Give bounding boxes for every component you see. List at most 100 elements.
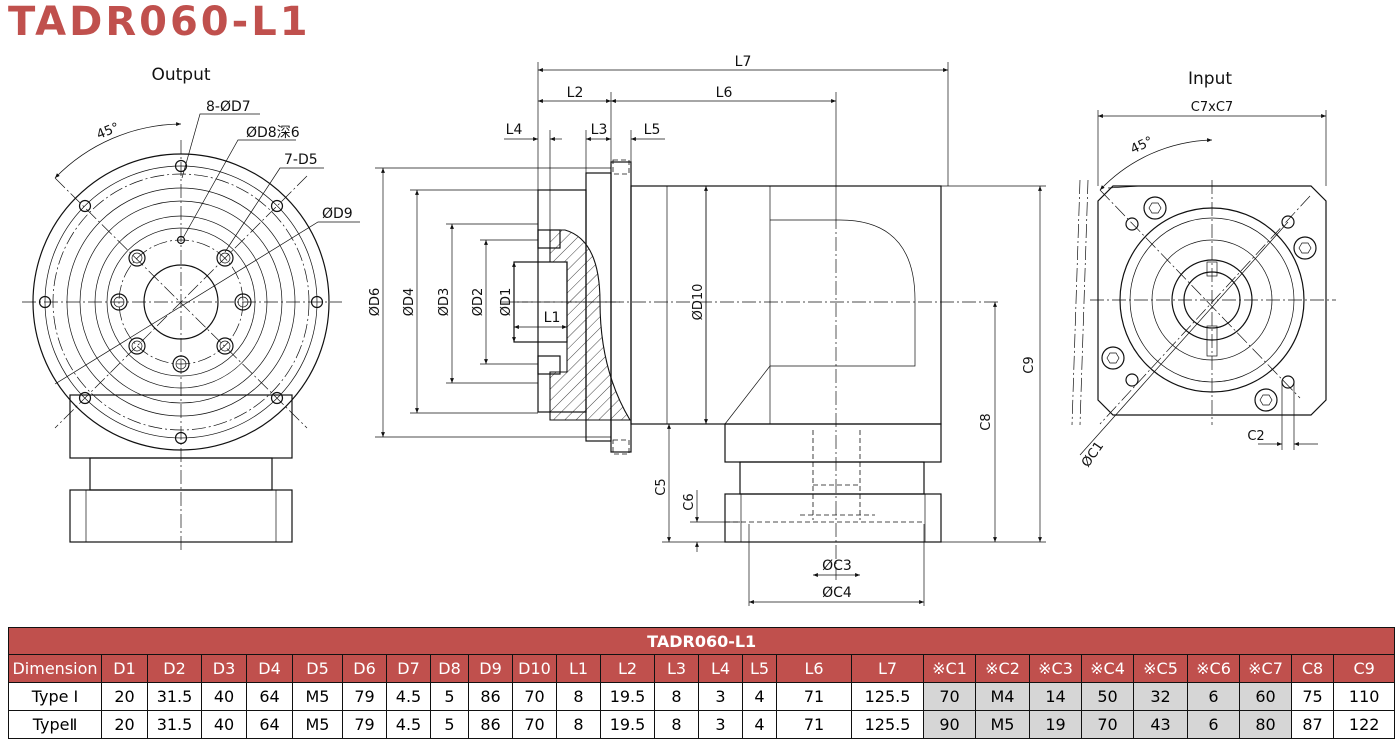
column-header-d3: D3 <box>201 654 247 683</box>
column-header-c9: C9 <box>1332 654 1395 683</box>
table-cell: M5 <box>975 710 1030 739</box>
table-cell: 14 <box>1029 682 1082 711</box>
table-cell: 5 <box>430 682 469 711</box>
column-header-c3: ※C3 <box>1029 654 1082 683</box>
table-cell: 4 <box>742 710 777 739</box>
table-cell: 8 <box>556 682 601 711</box>
column-header-dimension: Dimension <box>8 654 102 683</box>
table-cell: 70 <box>923 682 976 711</box>
output-angle-label: 45° <box>95 120 122 143</box>
table-cell: 86 <box>468 710 513 739</box>
column-header-l3: L3 <box>654 654 699 683</box>
input-view: Input C7xC7 <box>1071 69 1336 470</box>
dim-d1: ØD1 <box>499 288 514 317</box>
output-view-label: Output <box>151 65 210 85</box>
dim-c8: C8 <box>979 413 994 430</box>
side-view: L7 L2 L6 L4 L3 L5 L1 ØC3 ØC4 ØD6 ØD4 ØD3 <box>368 54 1046 606</box>
column-header-c6: ※C6 <box>1187 654 1240 683</box>
table-cell: 50 <box>1081 682 1134 711</box>
dim-l7: L7 <box>735 54 752 70</box>
column-header-c1: ※C1 <box>923 654 976 683</box>
column-header-d8: D8 <box>430 654 469 683</box>
table-cell: 19 <box>1029 710 1082 739</box>
table-cell: 40 <box>201 710 247 739</box>
input-adapter <box>724 493 942 543</box>
input-square-flange <box>1097 185 1327 416</box>
table-cell: 4.5 <box>386 682 431 711</box>
table-caption: TADR060-L1 <box>7 627 1395 655</box>
page-title: TADR060-L1 <box>8 0 311 45</box>
column-header-c2: ※C2 <box>975 654 1030 683</box>
dim-c3: ØC3 <box>822 558 852 574</box>
table-cell: 3 <box>698 710 743 739</box>
table-cell: 70 <box>1081 710 1134 739</box>
table-cell: 87 <box>1291 710 1334 739</box>
row-label: Type Ⅰ <box>8 682 102 711</box>
table-cell: 6 <box>1187 710 1240 739</box>
dim-l1: L1 <box>544 310 561 326</box>
column-header-l5: L5 <box>742 654 777 683</box>
table-cell: 31.5 <box>147 682 202 711</box>
table-cell: 4.5 <box>386 710 431 739</box>
dim-c4: ØC4 <box>822 585 852 601</box>
dim-l3: L3 <box>591 122 608 138</box>
column-header-d10: D10 <box>512 654 557 683</box>
column-header-d1: D1 <box>101 654 148 683</box>
column-header-l7: L7 <box>851 654 924 683</box>
table-cell: 4 <box>742 682 777 711</box>
dim-c6: C6 <box>682 493 697 510</box>
column-header-d6: D6 <box>342 654 387 683</box>
table-cell: M5 <box>292 682 343 711</box>
table-cell: 80 <box>1239 710 1292 739</box>
table-cell: 20 <box>101 710 148 739</box>
dim-d10: ØD10 <box>691 284 706 321</box>
column-header-l4: L4 <box>698 654 743 683</box>
main-housing <box>630 185 942 425</box>
column-header-l6: L6 <box>776 654 852 683</box>
callout-c2: C2 <box>1247 429 1264 444</box>
column-header-l1: L1 <box>556 654 601 683</box>
table-cell: 8 <box>654 682 699 711</box>
column-header-d2: D2 <box>147 654 202 683</box>
callout-7-d5: 7-D5 <box>284 152 318 168</box>
table-cell: 70 <box>512 710 557 739</box>
table-cell: 3 <box>698 682 743 711</box>
table-cell: 122 <box>1332 710 1395 739</box>
table-cell: M5 <box>292 710 343 739</box>
table-cell: 71 <box>776 682 852 711</box>
column-header-c7: ※C7 <box>1239 654 1292 683</box>
dim-l6: L6 <box>716 85 733 101</box>
column-header-c5: ※C5 <box>1133 654 1188 683</box>
table-cell: 90 <box>923 710 976 739</box>
table-cell: 79 <box>342 682 387 711</box>
table-cell: 86 <box>468 682 513 711</box>
dim-c5: C5 <box>654 478 669 495</box>
dim-d3: ØD3 <box>437 288 452 317</box>
dim-d4: ØD4 <box>402 288 417 317</box>
table-cell: 75 <box>1291 682 1334 711</box>
column-header-d9: D9 <box>468 654 513 683</box>
table-cell: 64 <box>246 710 293 739</box>
table-cell: 125.5 <box>851 682 924 711</box>
dim-d6: ØD6 <box>368 288 383 317</box>
table-cell: 5 <box>430 710 469 739</box>
table-cell: 31.5 <box>147 710 202 739</box>
table-cell: 40 <box>201 682 247 711</box>
table-cell: M4 <box>975 682 1030 711</box>
section-hatch <box>549 229 631 421</box>
column-header-d4: D4 <box>246 654 293 683</box>
callout-d8: ØD8深6 <box>246 125 300 141</box>
table-cell: 32 <box>1133 682 1188 711</box>
input-bolt-holes <box>1101 196 1317 412</box>
input-view-label: Input <box>1188 69 1232 89</box>
output-view: Output <box>22 65 360 550</box>
table-cell: 60 <box>1239 682 1292 711</box>
technical-drawing: Output <box>22 54 1336 606</box>
column-header-l2: L2 <box>600 654 655 683</box>
table-cell: 20 <box>101 682 148 711</box>
dim-c9: C9 <box>1022 356 1037 373</box>
